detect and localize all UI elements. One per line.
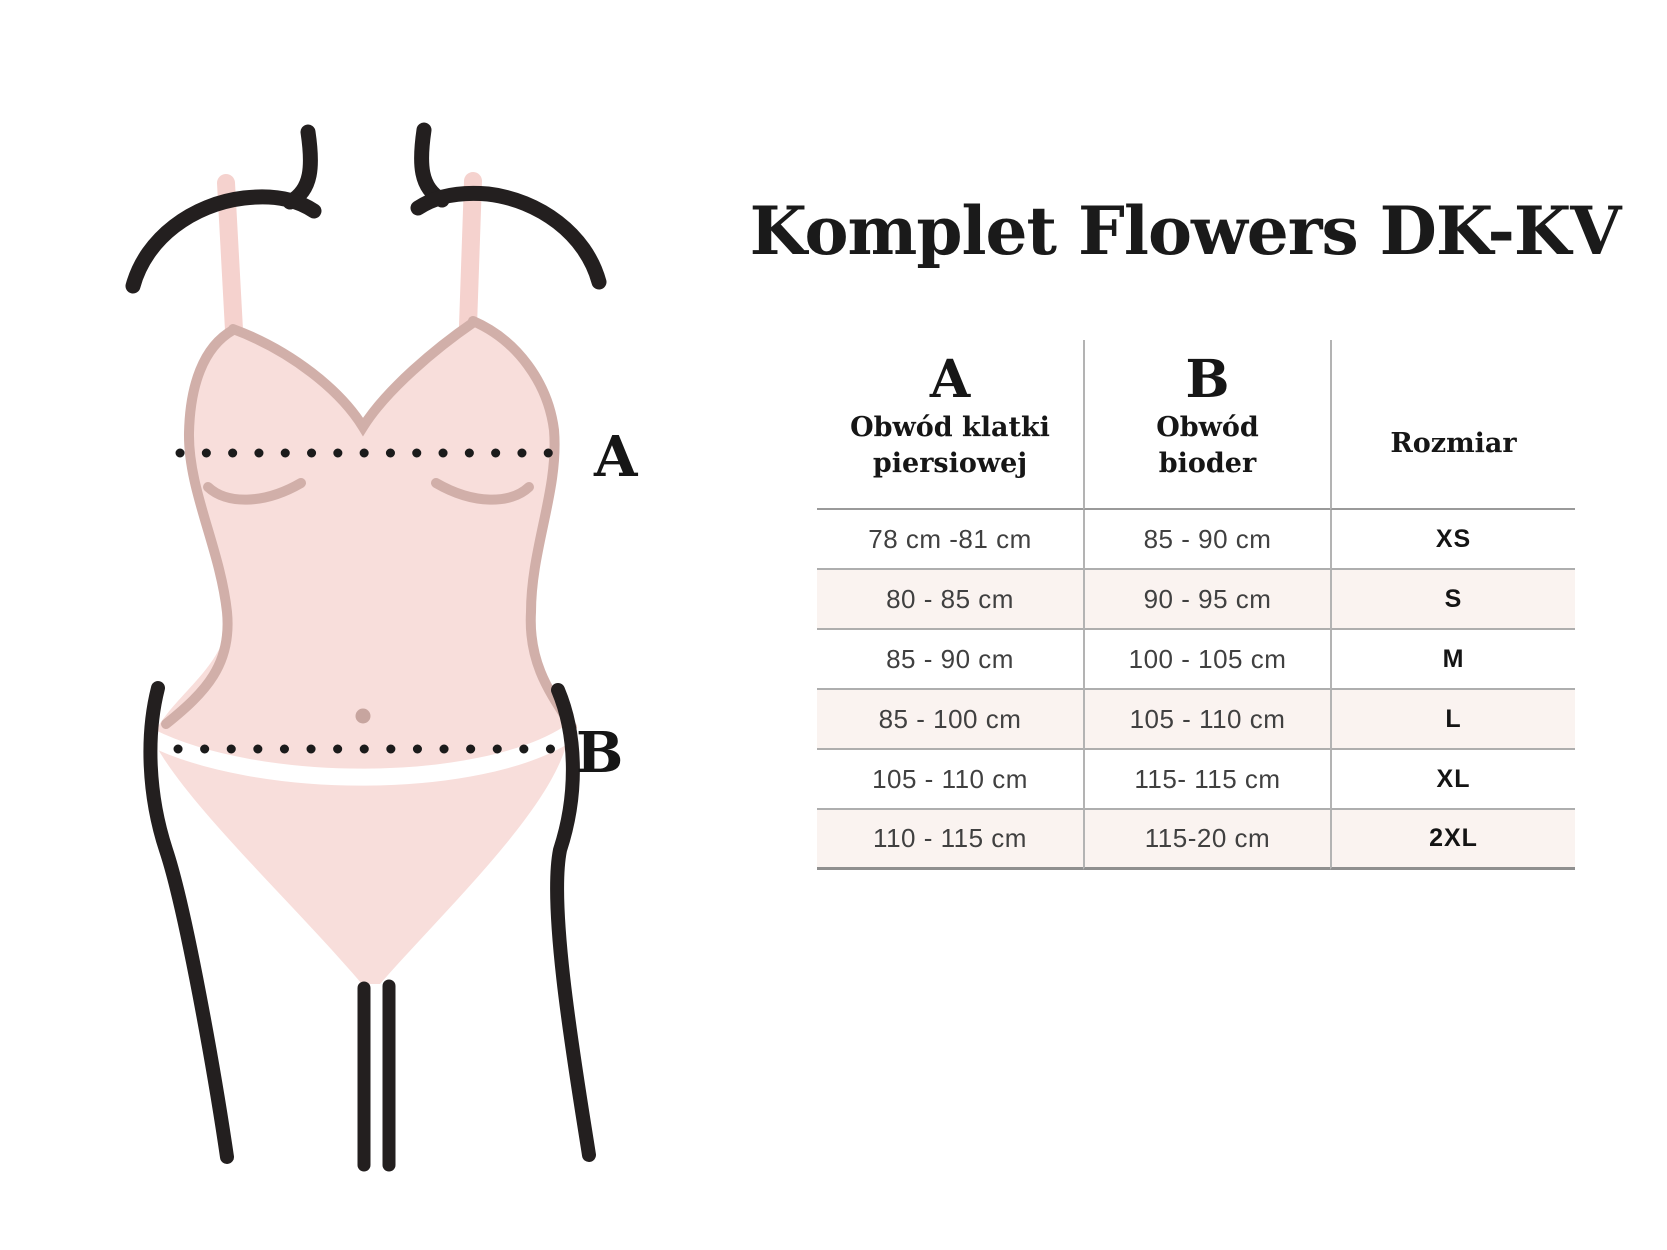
table-cell-size: S [1330, 570, 1575, 630]
camisole-outline [161, 316, 577, 732]
table-cell-size: 2XL [1330, 810, 1575, 870]
table-cell-hips: 90 - 95 cm [1083, 570, 1330, 630]
table-cell-size: XL [1330, 750, 1575, 810]
neck-curl-right [414, 122, 450, 208]
body-contour-lines [125, 122, 607, 1172]
measure-label-b: B [576, 720, 623, 786]
navel-dot [355, 708, 371, 724]
body-measurement-figure: A B [0, 0, 700, 1250]
table-cell-hips: 105 - 110 cm [1083, 690, 1330, 750]
leg-outer-left [143, 681, 234, 1164]
page-title: Komplet Flowers DK-KV [749, 192, 1622, 270]
table-cell-chest: 110 - 115 cm [817, 810, 1083, 870]
table-cell-size: M [1330, 630, 1575, 690]
measure-label-a: A [593, 424, 639, 490]
header-label-chest: Obwód klatki piersiowej [850, 412, 1050, 479]
header-letter-b: B [1185, 349, 1230, 410]
shoulder-right [410, 185, 607, 290]
size-table: A Obwód klatki piersiowej B Obwód bioder… [817, 340, 1575, 870]
header-size-column: Rozmiar [1330, 340, 1575, 510]
sweetheart-neckline [228, 317, 479, 437]
table-cell-chest: 78 cm -81 cm [817, 510, 1083, 570]
table-cell-hips: 115- 115 cm [1083, 750, 1330, 810]
table-cell-chest: 85 - 90 cm [817, 630, 1083, 690]
neck-curl-left [282, 124, 318, 210]
table-cell-chest: 105 - 110 cm [817, 750, 1083, 810]
strap-right [459, 172, 482, 335]
header-label-hips: Obwód bioder [1156, 412, 1259, 479]
table-cell-size: L [1330, 690, 1575, 750]
header-label-size: Rozmiar [1390, 428, 1517, 459]
table-cell-hips: 100 - 105 cm [1083, 630, 1330, 690]
underbust-seam-right [431, 478, 534, 505]
outline-right-side [468, 316, 577, 732]
table-cell-size: XS [1330, 510, 1575, 570]
table-cell-chest: 85 - 100 cm [817, 690, 1083, 750]
panty-waistband [141, 725, 577, 786]
outline-left-side [161, 325, 238, 729]
body-fill [152, 322, 570, 984]
table-cell-hips: 115-20 cm [1083, 810, 1330, 870]
header-hips-column: B Obwód bioder [1083, 340, 1330, 510]
leg-outer-right [550, 683, 596, 1162]
woman-torso-illustration: A B [125, 122, 639, 1172]
table-cell-chest: 80 - 85 cm [817, 570, 1083, 630]
header-letter-a: A [929, 349, 971, 410]
header-chest-column: A Obwód klatki piersiowej [817, 340, 1083, 510]
underbust-seam-left [203, 478, 306, 505]
shoulder-left [125, 189, 322, 294]
table-cell-hips: 85 - 90 cm [1083, 510, 1330, 570]
